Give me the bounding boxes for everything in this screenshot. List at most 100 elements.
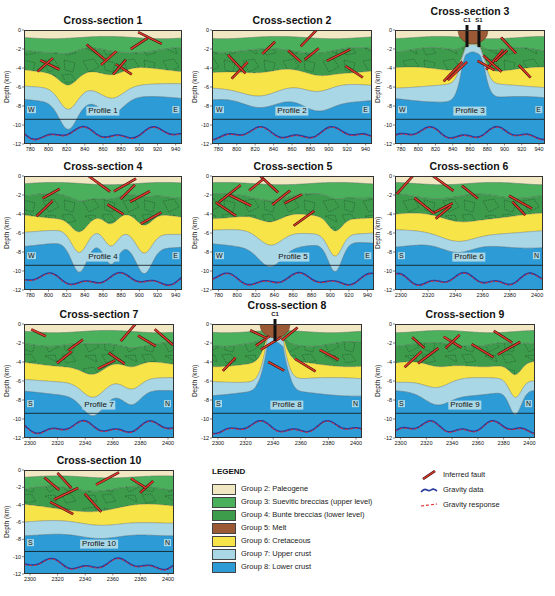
tick-mark: [503, 438, 504, 440]
fault-outline: [114, 179, 136, 192]
tick-label: 780: [214, 292, 223, 298]
direction-letter: S: [398, 252, 405, 260]
section-panel: Cross-section 6Profile 6: [395, 176, 543, 290]
tick-label: 920: [517, 146, 526, 152]
gravity-baseline: [24, 551, 174, 552]
direction-letter: E: [172, 106, 179, 114]
section-layers: [24, 176, 182, 290]
gravity-baseline: [395, 413, 535, 414]
gravity-data: [212, 273, 374, 285]
direction-letter: N: [352, 400, 359, 408]
legend-text: Inferred fault: [443, 471, 485, 479]
legend-swatch: [212, 562, 236, 573]
legend-title: LEGEND: [212, 468, 245, 477]
tick-mark: [85, 574, 86, 576]
fault-outline: [418, 348, 438, 363]
tick-label: -2: [16, 46, 21, 52]
tick-label: 2340: [449, 292, 461, 298]
tick-label: 2300: [24, 576, 36, 582]
tick-mark: [400, 438, 401, 440]
axis-title: Depth (km): [374, 365, 381, 397]
fault-outline: [219, 185, 241, 202]
profile-label: Profile 8: [270, 400, 303, 409]
fault-outline: [107, 204, 123, 214]
tick-label: 2320: [51, 440, 63, 446]
tick-label: 2320: [422, 292, 434, 298]
tick-label: -8: [16, 249, 21, 255]
tick-label: -8: [204, 397, 209, 403]
fault-outline: [223, 358, 236, 371]
tick-mark: [112, 438, 113, 440]
fault-outline: [498, 342, 520, 355]
direction-letter: E: [535, 106, 542, 114]
fault-outline: [57, 351, 72, 363]
inferred-fault: [68, 340, 83, 351]
direction-letter: S: [27, 400, 34, 408]
fault-outline: [519, 65, 531, 77]
tick-label: -4: [16, 502, 21, 508]
tick-mark: [274, 290, 275, 292]
tick-label: 800: [44, 292, 53, 298]
tick-mark: [175, 144, 176, 146]
gravity-data: [395, 421, 535, 434]
gravity-baseline: [212, 265, 374, 266]
tick-label: 780: [26, 146, 35, 152]
inferred-fault: [282, 327, 298, 340]
tick-label: 820: [62, 146, 71, 152]
tick-label: 920: [343, 146, 352, 152]
tick-label: 920: [153, 146, 162, 152]
panel-title: Cross-section 8: [248, 300, 327, 312]
tick-label: 900: [324, 146, 333, 152]
fault-outline: [96, 472, 119, 484]
axis-title: Depth (km): [191, 217, 198, 249]
inferred-fault: [478, 61, 495, 70]
tick-label: -2: [387, 340, 392, 346]
inferred-fault: [501, 37, 516, 53]
legend-swatch: [212, 523, 236, 534]
tick-label: -8: [387, 397, 392, 403]
panel-title: Cross-section 3: [431, 6, 510, 18]
tick-mark: [482, 290, 483, 292]
tick-mark: [452, 144, 453, 146]
fault-outline: [68, 340, 83, 351]
tick-label: 800: [233, 292, 242, 298]
lower-crust-layer: [212, 100, 372, 144]
gravity-response: [24, 421, 174, 434]
tick-label: 0: [18, 467, 21, 473]
tick-label: -4: [204, 65, 209, 71]
tick-label: -10: [201, 268, 209, 274]
lower-crust-layer: [395, 245, 543, 290]
fault-outline: [258, 176, 278, 192]
tick-label: 840: [270, 292, 279, 298]
tick-label: 2360: [107, 576, 119, 582]
inferred-fault: [446, 335, 460, 348]
tick-mark: [140, 438, 141, 440]
axis-title: Depth (km): [3, 365, 10, 397]
inferred-fault: [31, 329, 45, 336]
section-layers: [24, 470, 174, 574]
tick-mark: [470, 144, 471, 146]
direction-letter: W: [215, 106, 224, 114]
tick-label: 880: [306, 146, 315, 152]
cross-section-art: [210, 319, 362, 440]
fault-outline: [228, 55, 246, 73]
tick-label: 2360: [295, 440, 307, 446]
fault-outline: [268, 362, 284, 371]
cross-section-art: [22, 30, 182, 146]
tick-mark: [121, 290, 122, 292]
tick-label: 840: [269, 146, 278, 152]
tick-label: -6: [16, 519, 21, 525]
profile-label: Profile 6: [452, 252, 485, 261]
tick-label: 820: [431, 146, 440, 152]
fault-outline: [501, 37, 516, 53]
fault-outline: [448, 62, 467, 80]
fault-outline: [301, 30, 318, 46]
direction-letter: N: [525, 400, 532, 408]
inferred-fault: [262, 42, 275, 54]
tick-label: 880: [117, 146, 126, 152]
fault-outline: [509, 196, 532, 209]
direction-letter: W: [398, 106, 407, 114]
tick-label: 2360: [472, 440, 484, 446]
direction-letter: N: [533, 252, 540, 260]
